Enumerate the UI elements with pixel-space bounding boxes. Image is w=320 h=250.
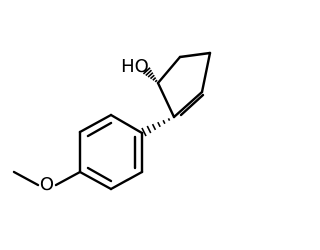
hash-line	[152, 77, 157, 81]
ring-double-bond	[179, 93, 205, 117]
hash-line	[154, 79, 158, 83]
ring-bond	[172, 90, 204, 119]
hash-line	[162, 119, 166, 125]
hash-line	[142, 67, 151, 75]
aryl-ring-bond	[109, 113, 144, 135]
aryl-double-bond	[86, 121, 113, 138]
o-aryl-bond	[54, 170, 82, 187]
oxygen-label: O	[40, 174, 54, 195]
hashed-wedge-c-oh	[142, 67, 158, 83]
hash-line	[141, 127, 147, 137]
hash-line	[151, 123, 157, 131]
hash-line	[147, 72, 154, 78]
atom-labels: O HO	[40, 56, 149, 195]
methyl-o-bond	[12, 170, 40, 187]
stereo-hashed-wedges	[141, 67, 171, 137]
ring-bond	[156, 55, 182, 85]
hashed-wedge-c-aryl	[141, 118, 171, 137]
hash-line	[157, 121, 161, 128]
aryl-ring-bond	[78, 170, 113, 191]
aryl-double-bond	[86, 166, 113, 183]
hash-line	[167, 118, 171, 121]
aryl-ring-bond	[78, 113, 113, 134]
bonds	[12, 51, 212, 191]
chemical-structure: O HO	[12, 51, 212, 195]
hash-line	[146, 125, 152, 134]
ring-bond	[156, 81, 176, 119]
ring-bond	[200, 51, 212, 94]
ring-bond	[178, 51, 212, 59]
aryl-ring-bond	[109, 170, 144, 191]
hydroxyl-label: HO	[121, 56, 149, 77]
hash-line	[149, 74, 155, 80]
hash-line	[145, 69, 153, 77]
